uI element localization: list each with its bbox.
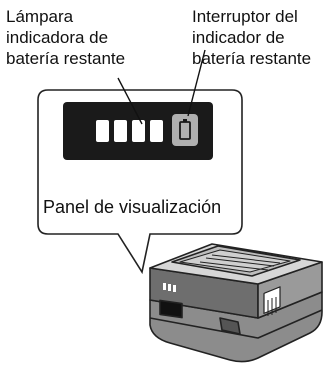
label-left-line1: Lámpara [6, 7, 74, 26]
battery-pack [149, 243, 323, 363]
leader-line-switch [187, 49, 206, 117]
battery-lamp-3 [132, 120, 145, 142]
battery-lamp-4 [150, 120, 163, 142]
label-indicator-switch: Interruptor del indicador de batería res… [192, 6, 311, 69]
label-right-line3: batería restante [192, 49, 312, 68]
indicator-switch [172, 114, 198, 146]
panel-caption: Panel de visualización [43, 197, 222, 217]
label-right-line1: Interruptor del [192, 7, 298, 26]
label-right-line2: indicador de [192, 28, 285, 47]
label-left-line3: batería restante [6, 49, 126, 68]
battery-lamp-2 [114, 120, 127, 142]
battery-icon [179, 119, 191, 140]
label-left-line2: indicadora de [6, 28, 109, 47]
battery-mini-display [163, 283, 176, 292]
battery-vent-icon [267, 297, 277, 316]
battery-lamp-1 [96, 120, 109, 142]
leader-line-lamp [117, 77, 143, 125]
label-battery-lamp: Lámpara indicadora de batería restante [6, 6, 125, 69]
